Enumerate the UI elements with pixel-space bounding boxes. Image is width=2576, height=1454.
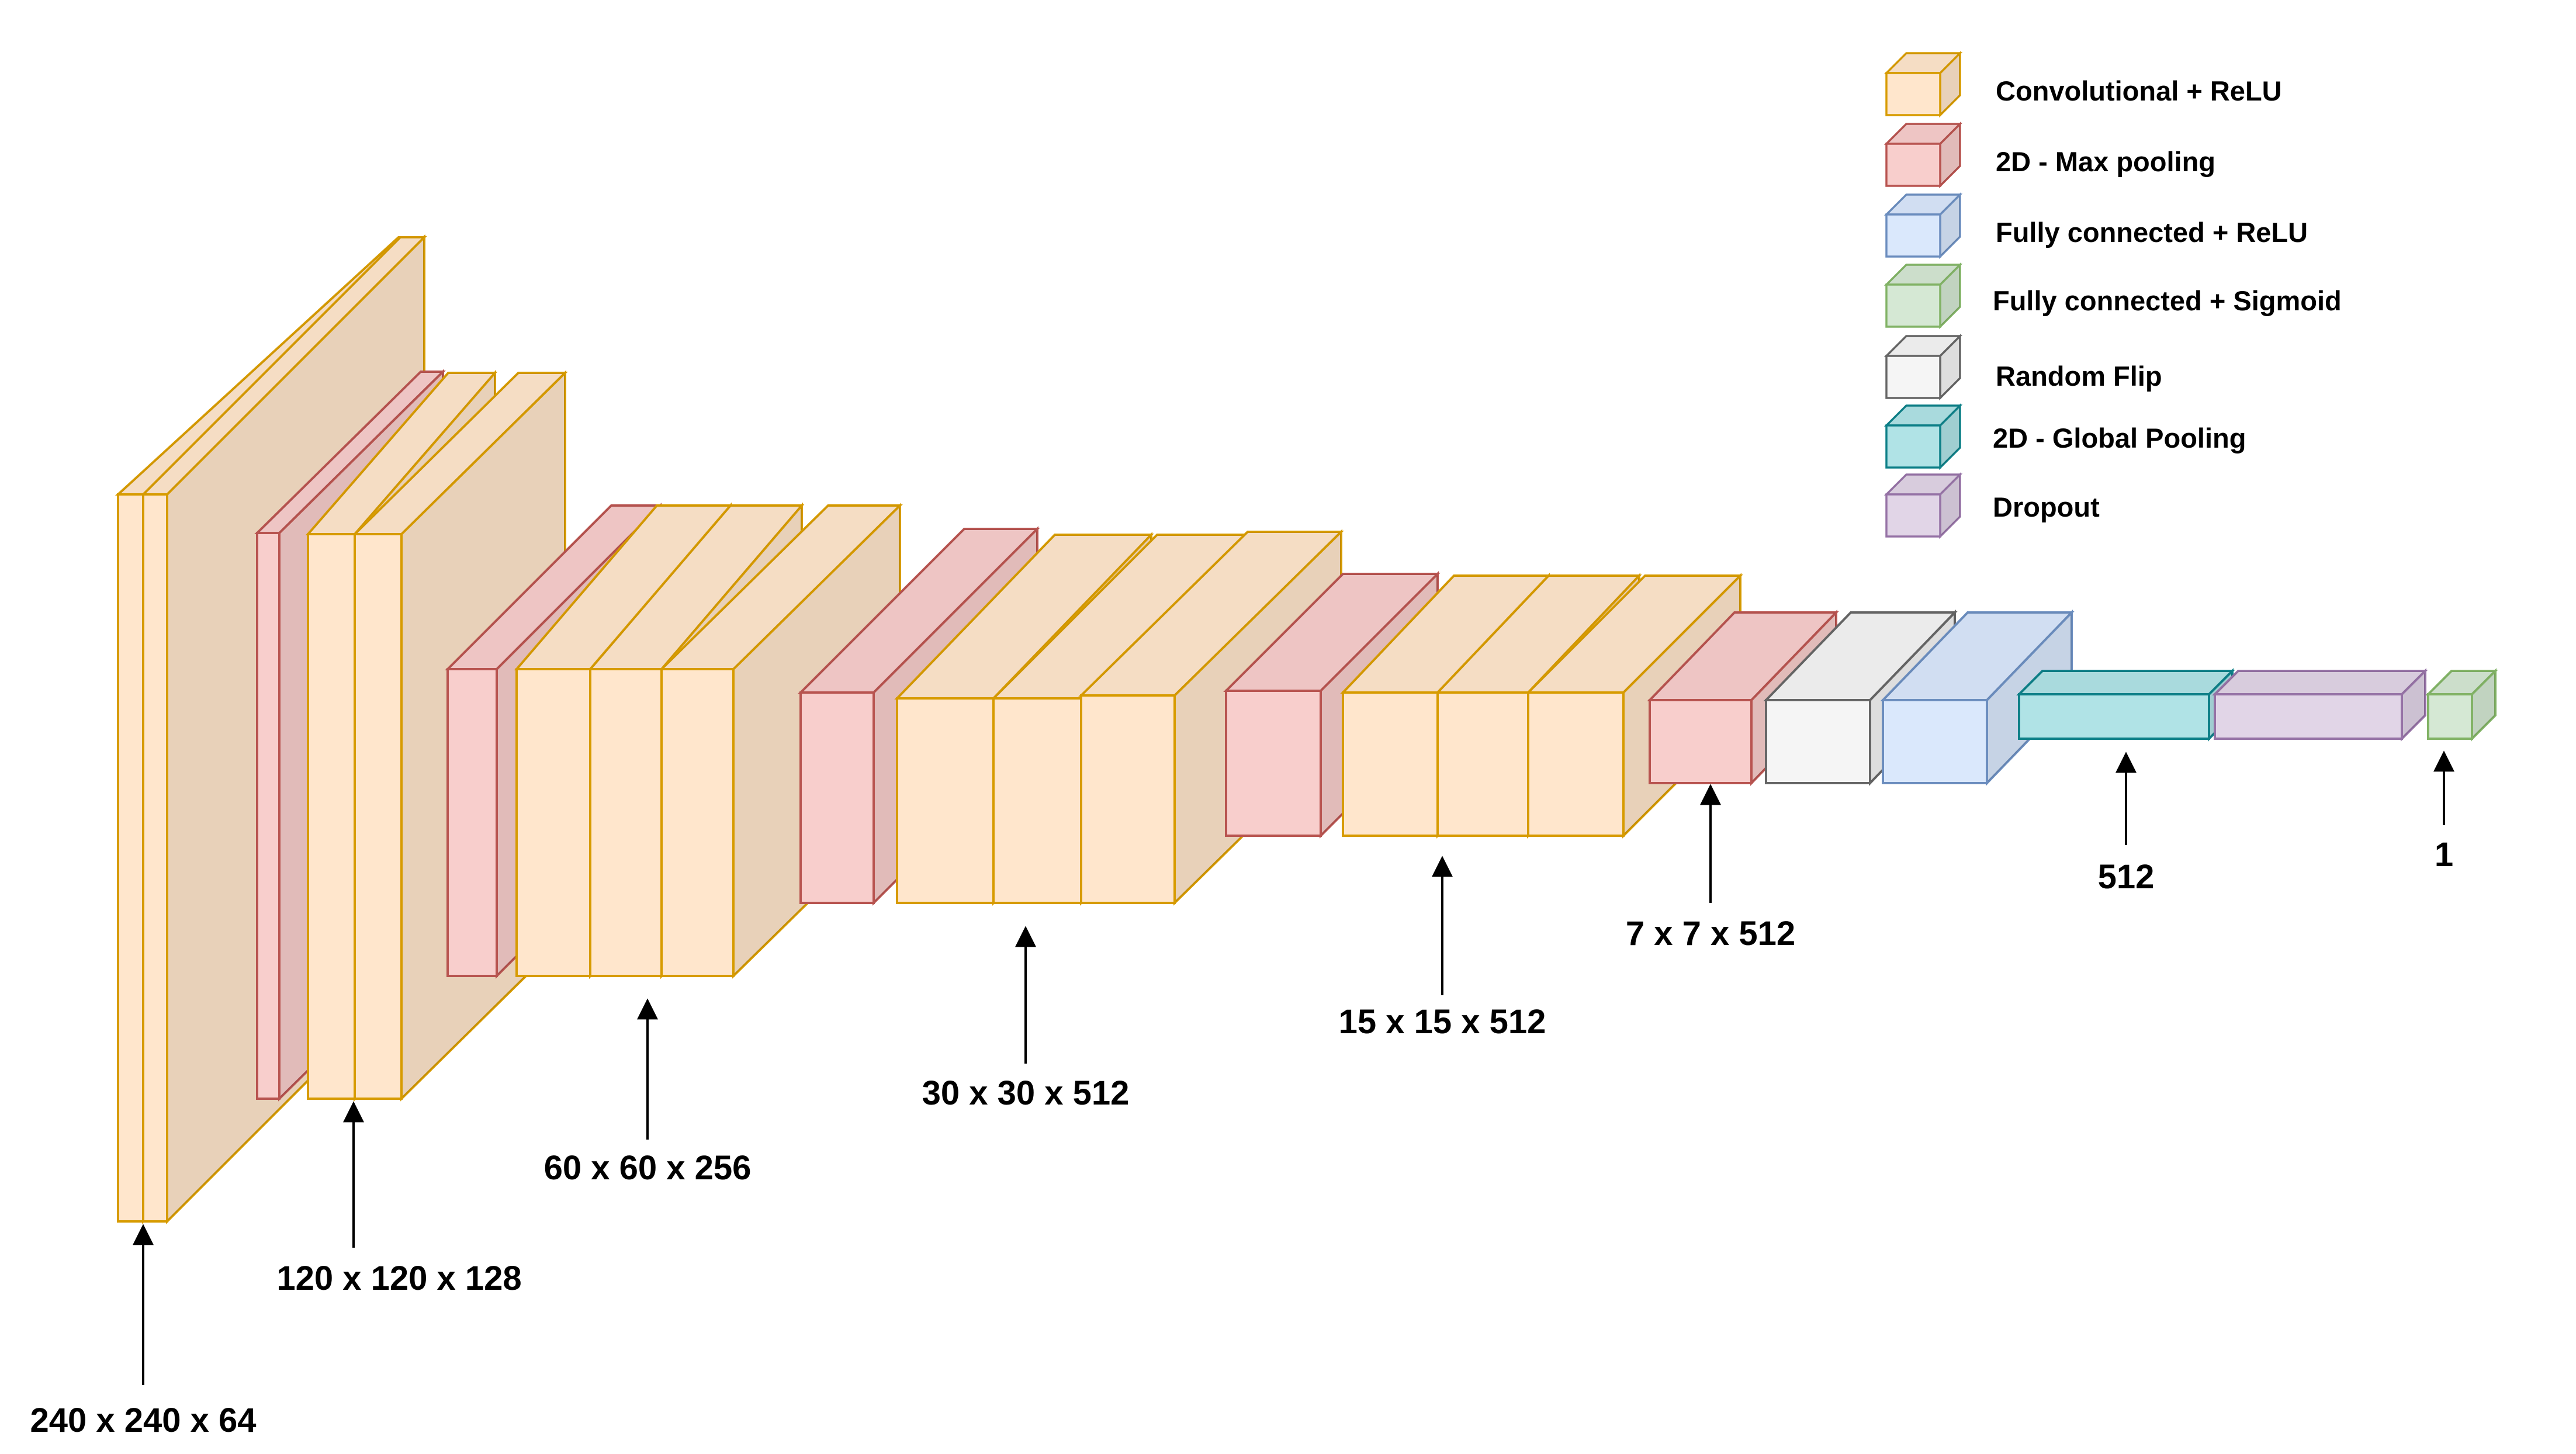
dropout-block-icon <box>1883 472 1963 539</box>
random-flip-block-icon <box>1883 333 1963 401</box>
dimension-labels: 240 x 240 x 64 120 x 120 x 128 60 x 60 x… <box>30 836 2453 1439</box>
global-pool-block-icon <box>1883 403 1963 470</box>
legend-label-pool: 2D - Max pooling <box>1996 146 2215 177</box>
fc-sigmoid-block-icon <box>1883 262 1963 330</box>
legend-label-fc-relu: Fully connected + ReLU <box>1996 217 2308 248</box>
dim-label-512: 512 <box>2098 858 2155 896</box>
legend: Convolutional + ReLU 2D - Max pooling Fu… <box>1883 50 2342 539</box>
legend-label-dropout: Dropout <box>1993 491 2100 522</box>
dim-label-30: 30 x 30 x 512 <box>922 1074 1130 1112</box>
dim-label-7: 7 x 7 x 512 <box>1626 915 1795 953</box>
legend-label-conv: Convolutional + ReLU <box>1996 75 2282 106</box>
dim-label-120: 120 x 120 x 128 <box>276 1259 521 1297</box>
fc-relu-block-icon <box>1883 192 1963 259</box>
layer-global-pool <box>2016 668 2235 742</box>
pool-block-icon <box>1883 121 1963 189</box>
dim-label-240: 240 x 240 x 64 <box>30 1401 256 1439</box>
legend-label-random-flip: Random Flip <box>1996 361 2162 392</box>
dimension-arrows <box>133 750 2454 1385</box>
legend-label-fc-sigmoid: Fully connected + Sigmoid <box>1993 285 2342 316</box>
layer-dropout <box>2212 668 2428 742</box>
legend-label-global-pool: 2D - Global Pooling <box>1993 423 2246 453</box>
conv-block-icon <box>1883 50 1963 118</box>
legend-icons <box>1883 50 1963 539</box>
dim-label-15: 15 x 15 x 512 <box>1339 1003 1546 1041</box>
dim-label-1: 1 <box>2435 836 2453 874</box>
layer-fc-sigmoid <box>2425 668 2498 742</box>
network-layers <box>115 234 2498 1224</box>
dim-label-60: 60 x 60 x 256 <box>544 1149 752 1187</box>
